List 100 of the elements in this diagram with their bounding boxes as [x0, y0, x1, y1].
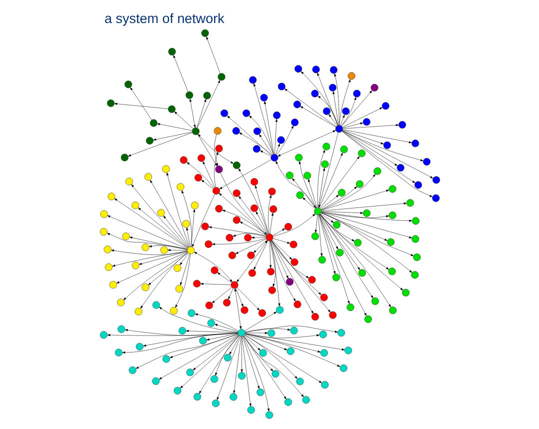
arrow [342, 130, 384, 144]
arrow [342, 122, 363, 128]
node-circle [210, 266, 218, 274]
arrow [318, 214, 366, 316]
arrow [196, 80, 220, 128]
node-circle [290, 326, 298, 334]
arrow [240, 336, 242, 372]
node-circle [217, 73, 225, 81]
node-circle [191, 127, 200, 136]
arrow [253, 240, 268, 270]
arrow [135, 334, 238, 369]
arrow [328, 114, 337, 126]
node-circle [414, 181, 422, 189]
node-circle [160, 246, 168, 254]
arrow [156, 123, 192, 131]
arrow [122, 332, 238, 354]
node-circle [149, 119, 157, 127]
arrow [320, 214, 354, 242]
arrow [242, 336, 270, 412]
arrow [197, 134, 234, 164]
arrow [319, 214, 360, 270]
node-circle [382, 141, 390, 150]
arrow [320, 190, 389, 210]
node-circle [240, 306, 248, 314]
arrow [260, 150, 271, 156]
arrow [218, 159, 271, 190]
node-circle [362, 118, 370, 126]
node-circle [386, 238, 394, 246]
node-circle [103, 246, 111, 254]
arrow [114, 198, 188, 248]
arrow [214, 152, 218, 188]
node-circle [116, 298, 124, 306]
node-circle [248, 269, 256, 277]
node-circle [370, 84, 378, 92]
node-circle [284, 398, 292, 406]
arrow [332, 91, 338, 126]
arrow [200, 282, 230, 285]
node-circle [284, 223, 292, 231]
node-circle [334, 125, 342, 133]
arrow [275, 144, 280, 154]
node-circle [202, 92, 210, 100]
node-circle [258, 309, 266, 317]
arrow [235, 288, 243, 307]
node-circle [322, 107, 330, 115]
node-circle [318, 256, 326, 264]
arrow [277, 130, 336, 156]
node-circle [192, 280, 200, 288]
node-circle [373, 167, 381, 175]
arrow [232, 336, 241, 394]
arrow [192, 334, 238, 370]
node-circle [124, 80, 132, 88]
arrow [272, 214, 315, 236]
node-circle [135, 342, 143, 350]
arrow [166, 172, 190, 248]
arrow [114, 102, 168, 109]
node-circle [250, 204, 258, 212]
node-circle [271, 370, 279, 378]
arrow [250, 236, 266, 239]
node-circle [200, 222, 208, 230]
node-circle [173, 264, 181, 272]
arrow [320, 174, 375, 210]
node-circle [252, 127, 261, 136]
arrow [272, 228, 285, 236]
node-circle [354, 238, 362, 247]
arrow [342, 130, 423, 162]
arrow [228, 336, 240, 355]
node-circle [232, 162, 240, 170]
arrow [270, 240, 280, 306]
arrow [190, 209, 195, 247]
arrow [276, 126, 293, 155]
node-circle [388, 212, 396, 220]
node-circle [162, 355, 170, 363]
node-circle [402, 288, 410, 296]
arrow [106, 332, 238, 336]
node-circle [314, 207, 322, 216]
arrow [248, 116, 273, 154]
arrow [148, 252, 188, 286]
node-circle [99, 228, 107, 236]
arrow [270, 240, 313, 314]
arrow [206, 333, 238, 340]
node-circle [214, 144, 222, 152]
node-circle [296, 191, 304, 199]
node-circle [352, 90, 360, 98]
arrow [142, 332, 238, 347]
node-circle [106, 99, 114, 107]
arrow [269, 212, 274, 234]
arrow [116, 252, 188, 284]
node-circle [230, 281, 238, 289]
node-circle [290, 118, 298, 126]
arrow [320, 214, 390, 308]
node-circle [312, 66, 320, 74]
arrow [268, 240, 272, 268]
arrow [198, 335, 239, 394]
node-circle [256, 388, 264, 396]
node-circle [212, 400, 220, 408]
arrow [320, 186, 356, 210]
node-circle [276, 306, 284, 314]
node-circle [190, 202, 198, 210]
node-circle [252, 145, 260, 153]
node-circle [145, 136, 153, 145]
